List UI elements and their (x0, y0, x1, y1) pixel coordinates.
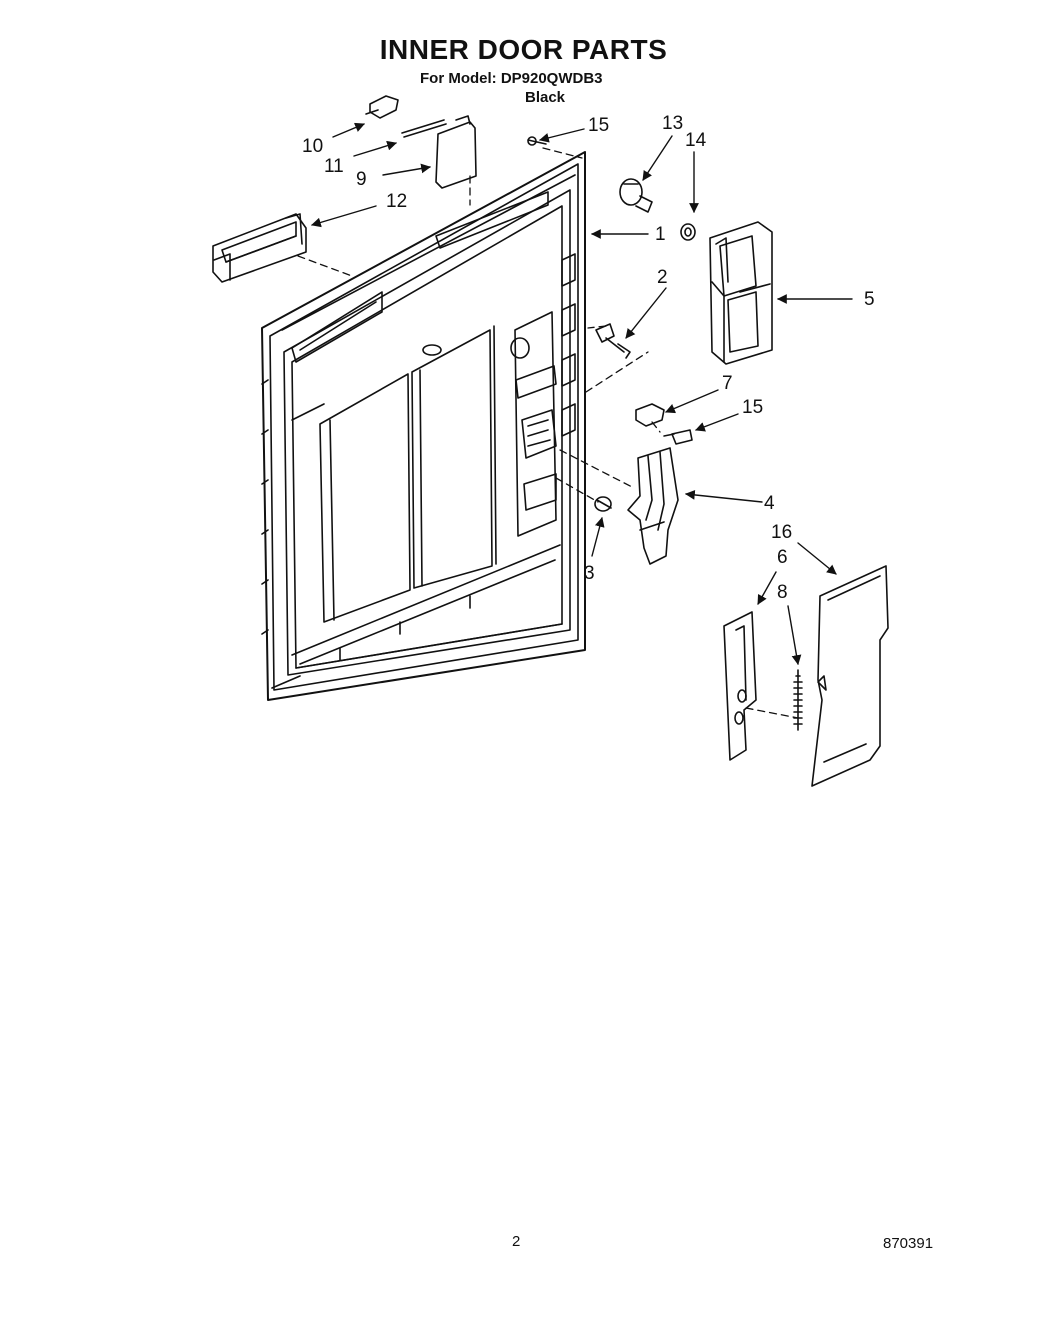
part-7-clip (635, 403, 665, 427)
callout-16: 16 (771, 522, 793, 543)
callout-2: 2 (657, 267, 668, 288)
part-9-cover (435, 115, 477, 189)
part-4-latch (627, 447, 679, 565)
page-title: INNER DOOR PARTS (379, 34, 668, 65)
part-15-screw-lower (663, 429, 693, 445)
callout-3: 3 (584, 563, 595, 584)
callout-14: 14 (685, 130, 707, 151)
part-3-roller (594, 496, 612, 512)
callout-10: 10 (302, 136, 324, 157)
callout-15-top: 15 (588, 115, 610, 136)
callout-12: 12 (386, 191, 408, 212)
part-15-screw-top (527, 136, 547, 146)
part-10-clip (365, 95, 399, 119)
part-2-pin (595, 323, 631, 359)
part-8-spring (793, 669, 803, 731)
inner-door-panel (261, 151, 586, 701)
part-6-bracket (723, 611, 757, 761)
document-number: 870391 (883, 1235, 934, 1252)
part-16-panel (811, 565, 889, 787)
part-12-handle (212, 213, 307, 283)
assembly-lines (297, 147, 799, 719)
page-number: 2 (512, 1233, 521, 1250)
color-label: Black (525, 89, 566, 106)
part-5-dispenser (709, 221, 773, 365)
callout-11: 11 (324, 156, 344, 177)
callout-4: 4 (764, 493, 775, 514)
callout-13: 13 (662, 113, 684, 134)
callout-7: 7 (722, 373, 733, 394)
callout-9: 9 (356, 169, 367, 190)
model-line: For Model: DP920QWDB3 (420, 70, 603, 87)
callout-arrows (311, 122, 853, 665)
part-11-rod (401, 119, 447, 138)
part-13-knob (619, 178, 653, 213)
callout-15-lower: 15 (742, 397, 764, 418)
callout-8: 8 (777, 582, 788, 603)
part-14-washer (680, 223, 696, 241)
callout-1: 1 (655, 224, 666, 245)
callout-6: 6 (777, 547, 788, 568)
callout-5: 5 (864, 289, 875, 310)
